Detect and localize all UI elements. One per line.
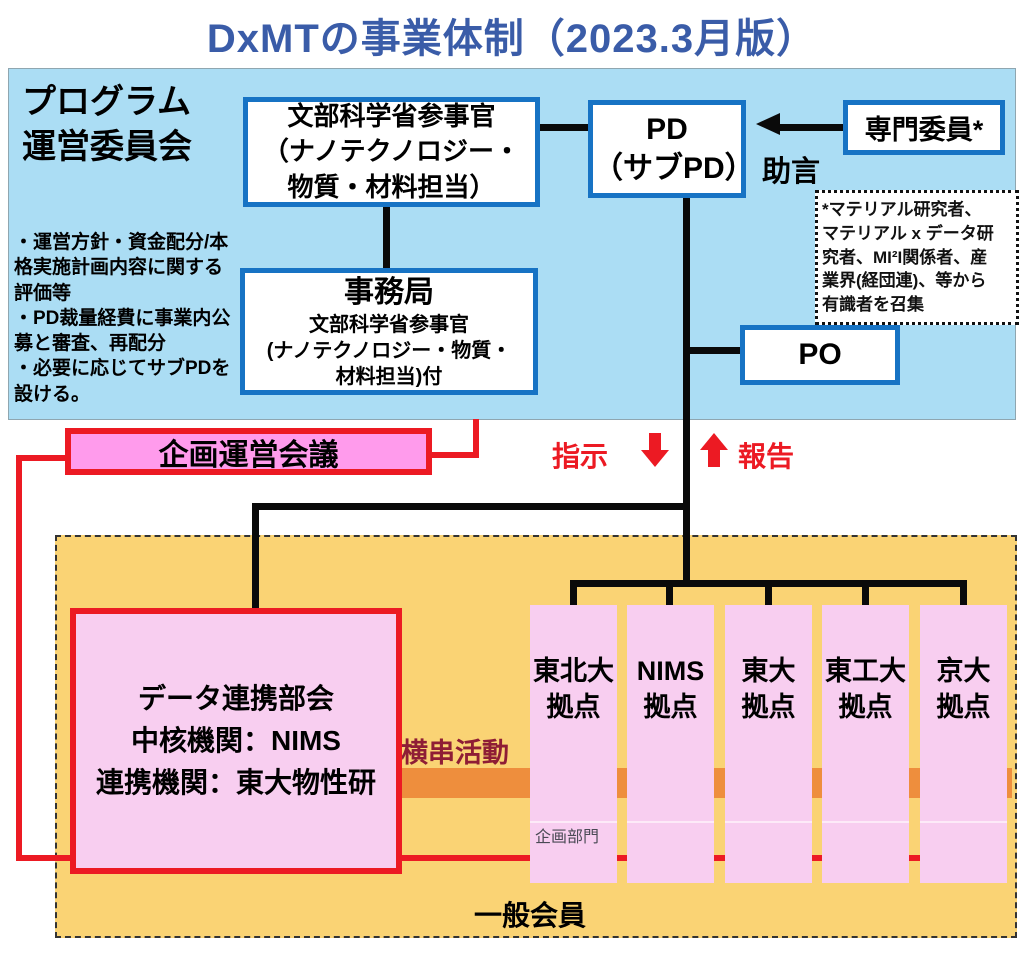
secretariat-title: 事務局 [344, 276, 434, 309]
hub-section [822, 821, 909, 883]
connector-hub-drop-1 [570, 580, 577, 607]
hub-planning-section: 企画部門 [530, 821, 617, 883]
report-up-arrow-icon [700, 433, 728, 467]
cross-activity-label: 横串活動 [401, 738, 509, 768]
pd-box: PD （サブPD） [588, 100, 755, 198]
planning-meeting-box: 企画運営会議 [65, 428, 432, 475]
mext-counselor-box: 文部科学省参事官 （ナノテクノロジー・ 物質・材料担当） [243, 97, 540, 207]
program-committee-heading: プログラム 運営委員会 [22, 83, 192, 166]
advice-label: 助言 [762, 156, 821, 188]
red-connector-planning-left [16, 455, 68, 461]
data-collaboration-box: データ連携部会 中核機関：NIMS 連携機関：東大物性研 [70, 608, 402, 874]
general-member-label: 一般会員 [473, 900, 586, 931]
connector-hub-drop-4 [862, 580, 869, 607]
hub-label: NIMS 拠点 [636, 656, 705, 723]
expert-footnote-box: *マテリアル研究者、 マテリアル x データ研 究者、MI²I関係者、産 業界(… [815, 190, 1019, 325]
program-committee-notes: ・運営方針・資金配分/本 格実施計画内容に関する 評価等 ・PD裁量経費に事業内… [14, 232, 231, 405]
red-connector-planning-right [427, 452, 479, 458]
instruction-label: 指示 [552, 441, 609, 472]
connector-mext-secretariat [383, 197, 390, 268]
hub-box-tokodai: 東工大 拠点 [822, 605, 909, 883]
advice-arrowhead-icon [756, 113, 780, 135]
connector-hub-drop-3 [765, 580, 772, 607]
advice-arrow-shaft [780, 124, 843, 131]
secretariat-subtitle: 文部科学省参事官 (ナノテクノロジー・物質・ 材料担当)付 [266, 314, 512, 388]
hub-label: 東工大 拠点 [825, 656, 906, 723]
expert-committee-box: 専門委員* [843, 100, 1005, 155]
connector-mext-pd [530, 124, 588, 131]
hub-section [920, 821, 1007, 883]
connector-po [690, 347, 740, 354]
hub-label: 京大 拠点 [936, 656, 991, 723]
po-box: PO [740, 325, 900, 385]
hub-label: 東大 拠点 [741, 656, 796, 723]
secretariat-box: 事務局 文部科学省参事官 (ナノテクノロジー・物質・ 材料担当)付 [240, 268, 538, 395]
connector-branch-horizontal [252, 503, 690, 510]
connector-hub-drop-2 [666, 580, 673, 607]
connector-pd-main-vertical [683, 188, 690, 585]
report-label: 報告 [738, 441, 795, 472]
instruction-down-arrow-icon [641, 433, 669, 467]
hub-box-todai: 東大 拠点 [725, 605, 812, 883]
hub-box-tohoku: 東北大 拠点 企画部門 [530, 605, 617, 883]
red-connector-bottom-horizontal [16, 855, 1002, 861]
connector-hub-drop-5 [960, 580, 967, 607]
hub-section [627, 821, 714, 883]
connector-branch-to-data-group [252, 503, 259, 608]
red-connector-left-vertical [16, 455, 22, 861]
page-title: DxMTの事業体制（2023.3月版） [206, 17, 818, 61]
hub-section [725, 821, 812, 883]
hub-box-nims: NIMS 拠点 [627, 605, 714, 883]
red-connector-right-vertical [473, 419, 479, 458]
hub-label: 東北大 拠点 [533, 656, 614, 723]
hub-box-kyodai: 京大 拠点 [920, 605, 1007, 883]
